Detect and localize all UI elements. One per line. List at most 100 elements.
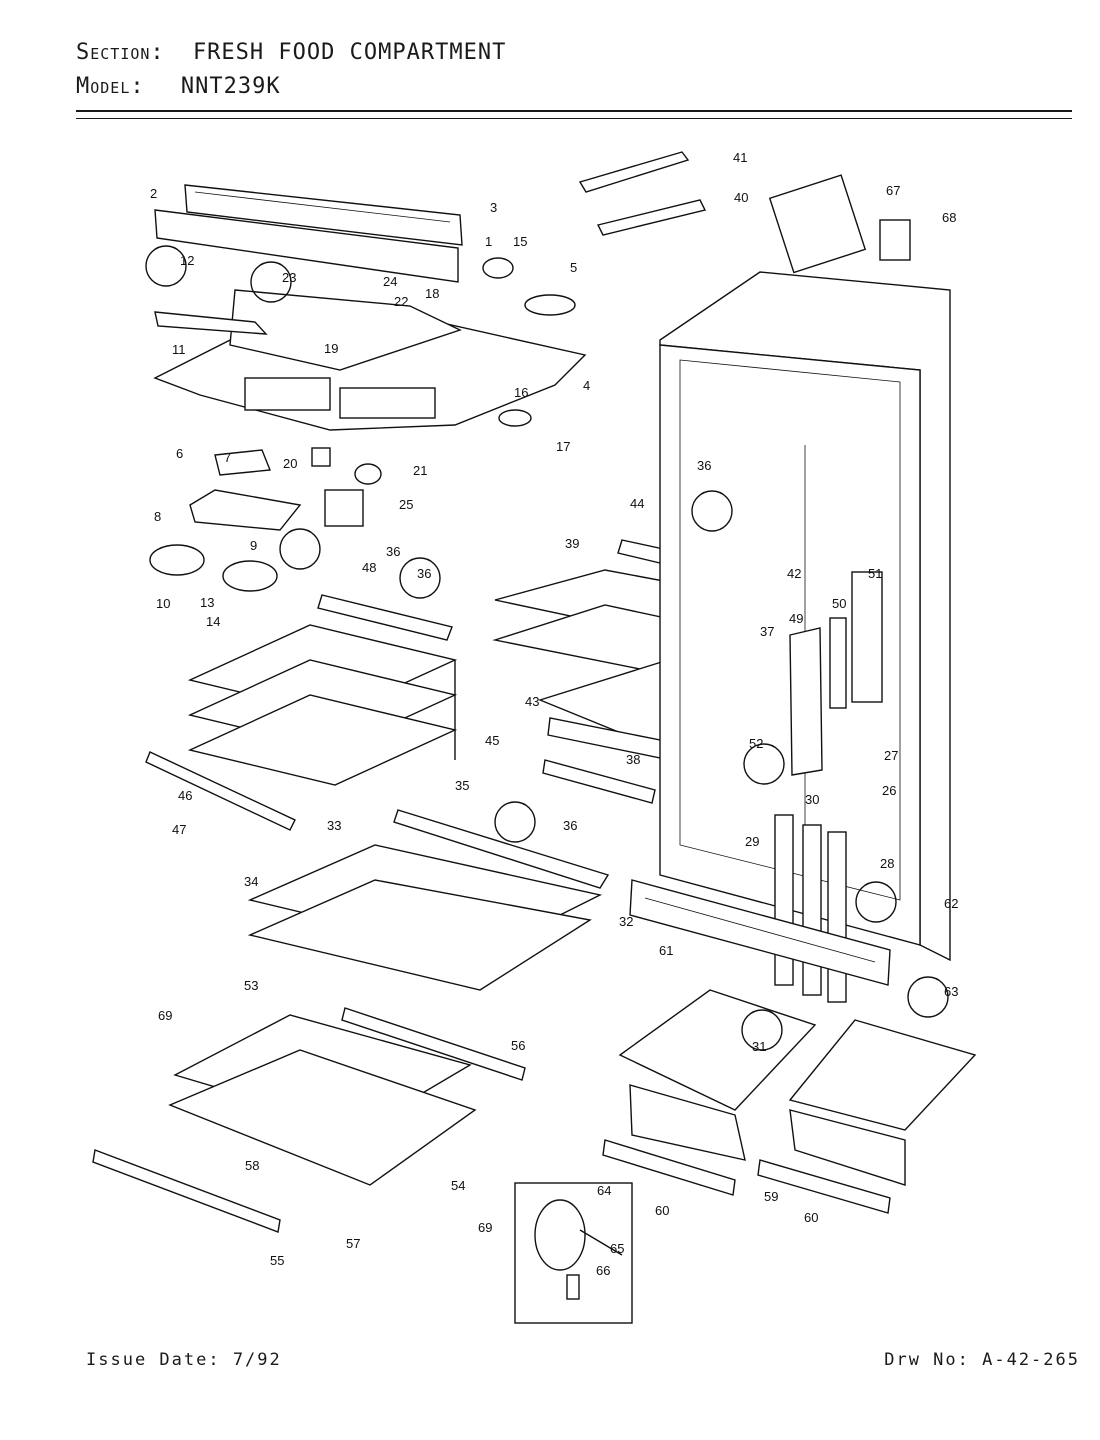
- callout-36: 36: [563, 818, 577, 833]
- callout-28: 28: [880, 856, 894, 871]
- kick-grille-61: [629, 879, 891, 986]
- callout-2: 2: [150, 186, 157, 201]
- callout-57: 57: [346, 1236, 360, 1251]
- callout-36: 36: [417, 566, 431, 581]
- callout-1: 1: [485, 234, 492, 249]
- callout-44: 44: [630, 496, 644, 511]
- callout-14: 14: [206, 614, 220, 629]
- callout-64: 64: [597, 1183, 611, 1198]
- callout-7: 7: [224, 450, 231, 465]
- callout-25: 25: [399, 497, 413, 512]
- glass-shelf-33: [247, 809, 610, 991]
- callout-12: 12: [180, 253, 194, 268]
- shelf-trim-48: [317, 594, 453, 641]
- shelf-trim-47: [145, 751, 296, 831]
- callout-3: 3: [490, 200, 497, 215]
- callout-60: 60: [804, 1210, 818, 1225]
- callout-23: 23: [282, 270, 296, 285]
- control-housing: [153, 289, 587, 431]
- callout-39: 39: [565, 536, 579, 551]
- callout-48: 48: [362, 560, 376, 575]
- callout-15: 15: [513, 234, 527, 249]
- callout-17: 17: [556, 439, 570, 454]
- callout-33: 33: [327, 818, 341, 833]
- crisper-drawers: [602, 989, 977, 1214]
- drawing-number: Drw No: A-42-265: [884, 1350, 1080, 1370]
- callout-16: 16: [514, 385, 528, 400]
- callout-49: 49: [789, 611, 803, 626]
- callout-69: 69: [478, 1220, 492, 1235]
- callout-29: 29: [745, 834, 759, 849]
- section-value: FRESH FOOD COMPARTMENT: [192, 40, 507, 65]
- callout-11: 11: [172, 342, 186, 357]
- light-housing-assembly: [154, 184, 463, 283]
- callout-26: 26: [882, 783, 896, 798]
- callout-56: 56: [511, 1038, 525, 1053]
- callout-30: 30: [805, 792, 819, 807]
- roller-detail-box: [514, 1182, 633, 1324]
- callout-51: 51: [868, 566, 882, 581]
- callout-37: 37: [760, 624, 774, 639]
- callout-22: 22: [394, 294, 408, 309]
- callout-54: 54: [451, 1178, 465, 1193]
- callout-60: 60: [655, 1203, 669, 1218]
- callout-36: 36: [386, 544, 400, 559]
- callout-63: 63: [944, 984, 958, 999]
- callout-18: 18: [425, 286, 439, 301]
- model-label: Model:: [76, 74, 145, 99]
- callout-50: 50: [832, 596, 846, 611]
- shelf-ladders: [774, 814, 847, 1003]
- section-line: Section: FRESH FOOD COMPARTMENT: [76, 40, 506, 65]
- callout-53: 53: [244, 978, 258, 993]
- callout-5: 5: [570, 260, 577, 275]
- crisper-cover-frame: [92, 1007, 526, 1233]
- callout-9: 9: [250, 538, 257, 553]
- callout-20: 20: [283, 456, 297, 471]
- callout-40: 40: [734, 190, 748, 205]
- callout-21: 21: [413, 463, 427, 478]
- callout-59: 59: [764, 1189, 778, 1204]
- callout-10: 10: [156, 596, 170, 611]
- misc-parts: [149, 151, 911, 592]
- callout-4: 4: [583, 378, 590, 393]
- callout-8: 8: [154, 509, 161, 524]
- wire-shelf-stack: [187, 624, 458, 786]
- header-rule-top: [76, 110, 1072, 112]
- callout-55: 55: [270, 1253, 284, 1268]
- callout-32: 32: [619, 914, 633, 929]
- callout-62: 62: [944, 896, 958, 911]
- detail-circles: [145, 245, 949, 1051]
- section-label: Section:: [76, 40, 165, 65]
- callout-36: 36: [697, 458, 711, 473]
- callout-38: 38: [626, 752, 640, 767]
- callout-31: 31: [752, 1039, 766, 1054]
- callout-65: 65: [610, 1241, 624, 1256]
- callout-61: 61: [659, 943, 673, 958]
- callout-42: 42: [787, 566, 801, 581]
- callout-27: 27: [884, 748, 898, 763]
- callout-52: 52: [749, 736, 763, 751]
- callout-45: 45: [485, 733, 499, 748]
- callout-34: 34: [244, 874, 258, 889]
- callout-6: 6: [176, 446, 183, 461]
- callout-47: 47: [172, 822, 186, 837]
- callout-43: 43: [525, 694, 539, 709]
- issue-date: Issue Date: 7/92: [86, 1350, 282, 1370]
- shelf-supports: [789, 571, 883, 776]
- callout-24: 24: [383, 274, 397, 289]
- callout-68: 68: [942, 210, 956, 225]
- callout-46: 46: [178, 788, 192, 803]
- callout-67: 67: [886, 183, 900, 198]
- callout-13: 13: [200, 595, 214, 610]
- model-value: NNT239K: [180, 74, 281, 99]
- callout-41: 41: [733, 150, 747, 165]
- callout-35: 35: [455, 778, 469, 793]
- callout-58: 58: [245, 1158, 259, 1173]
- callout-69: 69: [158, 1008, 172, 1023]
- callout-19: 19: [324, 341, 338, 356]
- model-line: Model: NNT239K: [76, 74, 281, 99]
- callout-66: 66: [596, 1263, 610, 1278]
- header-rule-bottom: [76, 118, 1072, 119]
